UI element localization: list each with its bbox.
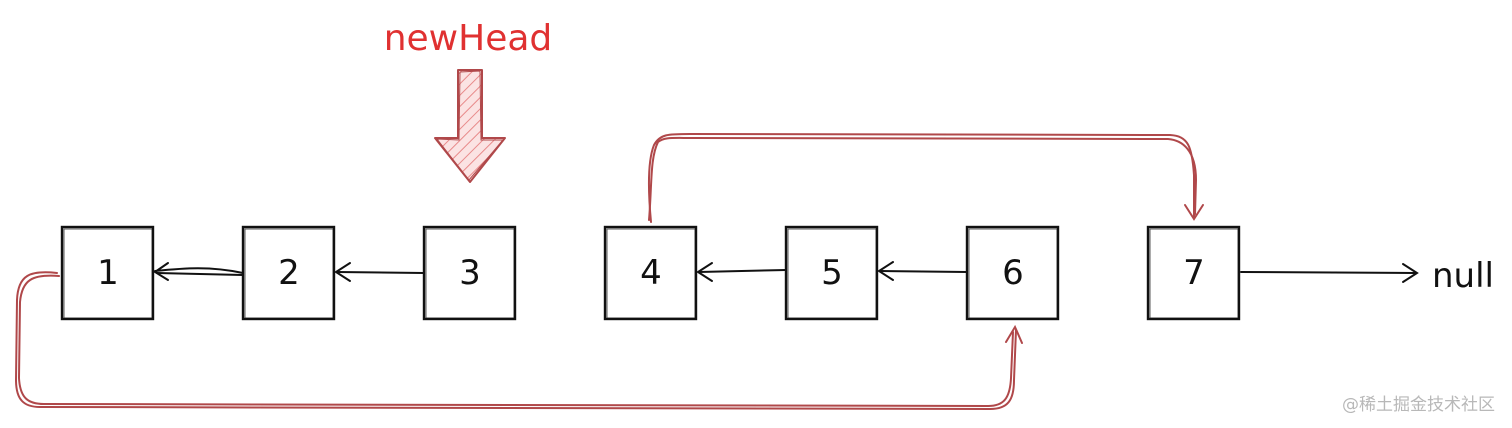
node-5: 5 [784,225,879,321]
arrow-2-to-1 [153,262,244,281]
watermark: @稀土掘金技术社区 [1342,395,1495,415]
node-6: 6 [965,225,1060,321]
node-2: 2 [241,225,336,321]
new-head-label: newHead [384,18,553,59]
node-1: 1 [60,225,155,321]
link-1-to-6 [14,271,1023,411]
node-1-value: 1 [97,253,119,293]
node-3-value: 3 [459,253,481,293]
new-head-arrow [434,69,506,183]
arrow-6-to-5 [877,261,968,281]
node-4: 4 [603,225,698,321]
node-6-value: 6 [1002,253,1024,293]
arrow-5-to-4 [696,262,787,282]
arrow-7-to-null [1240,263,1419,283]
arrow-3-to-2 [334,262,425,282]
node-7: 7 [1146,225,1241,321]
node-2-value: 2 [278,253,300,293]
node-4-value: 4 [640,253,662,293]
node-3: 3 [422,225,517,321]
null-label: null [1432,256,1494,296]
link-4-to-7 [648,132,1204,223]
node-7-value: 7 [1183,253,1205,293]
node-5-value: 5 [821,253,843,293]
